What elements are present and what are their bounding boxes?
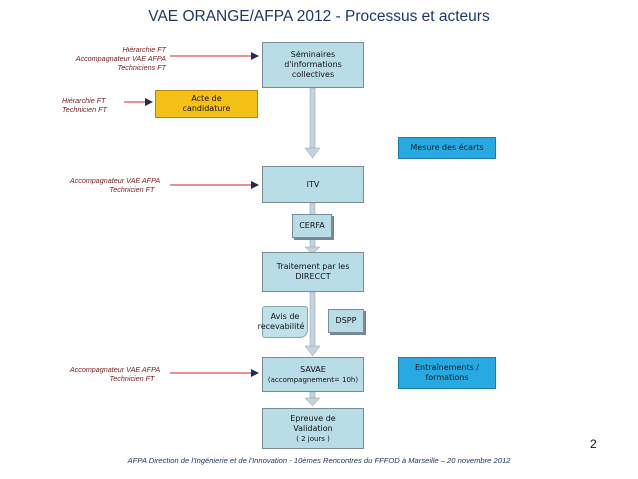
step-label: ITV xyxy=(306,179,320,189)
step-label: Avis de xyxy=(270,312,300,321)
step-acte-candidature: Acte de candidature xyxy=(155,90,258,118)
step-label: d'informations xyxy=(284,60,342,69)
step-label: Validation xyxy=(293,423,333,433)
step-label: Entraînements / xyxy=(415,363,479,372)
footer-text: AFPA Direction de l'Ingénierie et de l'I… xyxy=(127,456,511,465)
step-label: recevabilité xyxy=(257,322,305,331)
step-epreuve-validation: Epreuve de Validation ( 2 jours ) xyxy=(262,408,364,449)
step-label: Séminaires xyxy=(290,50,336,59)
page-number: 2 xyxy=(590,437,597,451)
flow-arrow-1-shaft xyxy=(309,87,316,149)
step-avis-recevabilite: Avis de recevabilité xyxy=(258,306,308,338)
flow-arrow-3-shaft xyxy=(309,291,316,347)
step-label: Acte de xyxy=(191,94,222,103)
flow-arrow-1-head xyxy=(304,147,321,159)
actor-group-2: Hiérarchie FT Technicien FT xyxy=(62,96,132,114)
step-label: Mesure des écarts xyxy=(410,143,484,152)
step-label: DIRECCT xyxy=(295,272,331,281)
step-label: formations xyxy=(425,373,469,382)
flow-arrow-4-head xyxy=(304,397,321,407)
step-dspp: DSPP xyxy=(328,309,364,333)
flow-arrow-2-head xyxy=(304,246,321,255)
actor-label: Technicien FT xyxy=(62,105,107,114)
step-label: ( 2 jours ) xyxy=(296,434,330,443)
actor-label: Technicien FT xyxy=(109,185,155,194)
actor-label: Accompagnateur VAE AFPA xyxy=(69,365,161,374)
step-label: Epreuve de xyxy=(290,413,336,423)
step-label: DSPP xyxy=(335,316,357,325)
flow-arrow-4-shaft xyxy=(309,391,316,399)
step-label: CERFA xyxy=(299,221,325,230)
actor-label: Accompagnateur VAE AFPA xyxy=(75,54,166,63)
actor-label: Hiérarchie FT xyxy=(122,45,166,54)
actor-group-1: Hiérarchie FT Accompagnateur VAE AFPA Te… xyxy=(60,45,166,72)
step-entrainements: Entraînements / formations xyxy=(398,357,496,389)
step-seminaires: Séminaires d'informations collectives xyxy=(262,42,364,88)
step-mesure-ecarts: Mesure des écarts xyxy=(398,137,496,159)
step-label: collectives xyxy=(291,70,335,79)
step-cerfa: CERFA xyxy=(292,214,332,238)
step-label: (accompagnement= 10h) xyxy=(267,375,359,384)
actor-label: Techniciens FT xyxy=(117,63,166,72)
actor-label: Hiérarchie FT xyxy=(62,96,106,105)
actor-label: Technicien FT xyxy=(109,374,155,383)
page-title: VAE ORANGE/AFPA 2012 - Processus et acte… xyxy=(148,8,490,25)
flow-arrow-3-head xyxy=(304,345,321,357)
step-traitement-direcct: Traitement par les DIRECCT xyxy=(262,252,364,292)
step-label: SAVAE xyxy=(300,364,326,374)
step-label: Traitement par les xyxy=(276,262,350,271)
actor-label: Accompagnateur VAE AFPA xyxy=(69,176,161,185)
step-label: candidature xyxy=(182,104,231,113)
step-itv: ITV xyxy=(262,166,364,203)
actor-group-3: Accompagnateur VAE AFPA Technicien FT xyxy=(60,176,170,194)
step-savae: SAVAE (accompagnement= 10h) xyxy=(262,357,364,392)
actor-group-4: Accompagnateur VAE AFPA Technicien FT xyxy=(60,365,170,383)
